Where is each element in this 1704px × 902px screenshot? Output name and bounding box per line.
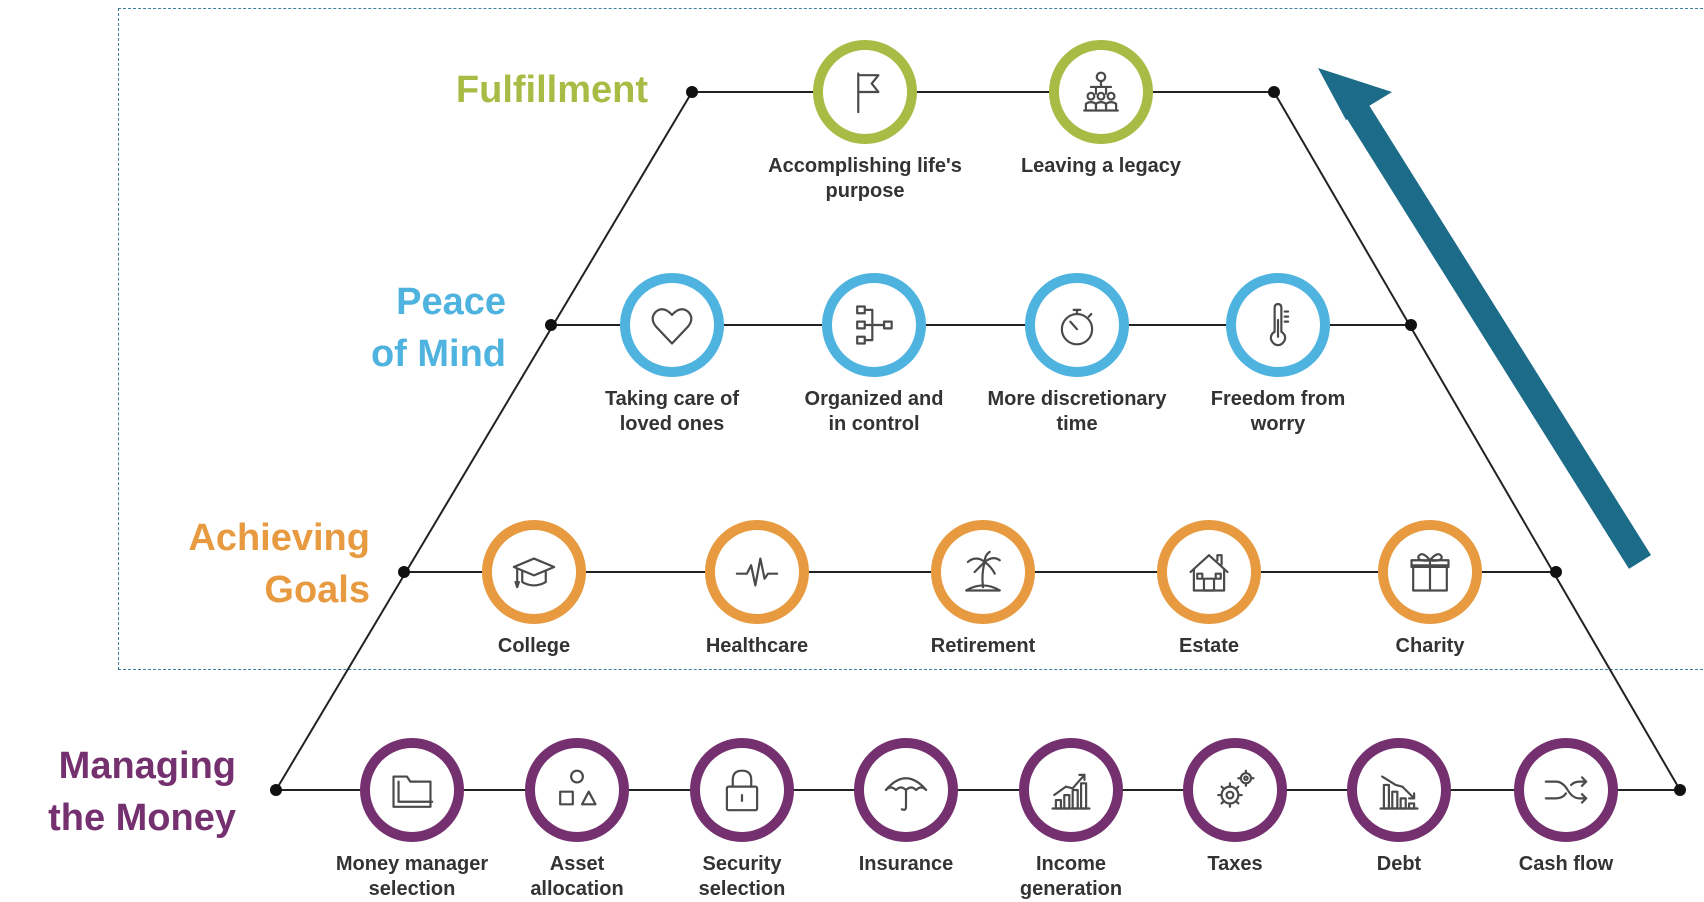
tier-node-label: Retirement bbox=[930, 635, 1036, 657]
gift-icon bbox=[1410, 553, 1450, 592]
tier-node-label: Insurance bbox=[858, 853, 954, 875]
rail-endpoint bbox=[686, 86, 698, 98]
rail-endpoint bbox=[270, 784, 282, 796]
hierarchy-icon bbox=[856, 305, 893, 345]
rail-endpoint bbox=[1405, 319, 1417, 331]
tier-node-label: Taxes bbox=[1207, 853, 1263, 875]
tier-title-achieving-goals: Achieving Goals bbox=[188, 517, 370, 611]
tier-node-label: Healthcare bbox=[705, 635, 809, 657]
tier-node-ring bbox=[1183, 738, 1287, 842]
tier-node-ring bbox=[931, 520, 1035, 624]
tier-node-ring bbox=[1049, 40, 1153, 144]
rail-endpoint bbox=[1674, 784, 1686, 796]
tier-node-label: Leaving a legacy bbox=[1020, 155, 1182, 177]
gears-icon bbox=[1217, 769, 1255, 808]
tier-node-ring bbox=[525, 738, 629, 842]
rail-endpoint bbox=[398, 566, 410, 578]
house-icon bbox=[1189, 554, 1229, 592]
tier-node-ring bbox=[690, 738, 794, 842]
tier-node-ring bbox=[1019, 738, 1123, 842]
tier-node-label: Money manager selection bbox=[335, 853, 489, 900]
tier-node-ring bbox=[620, 273, 724, 377]
tier-node-label: College bbox=[497, 635, 571, 657]
tier-node-ring bbox=[705, 520, 809, 624]
tier-node-label: Organized and in control bbox=[804, 388, 944, 435]
tier-node-ring bbox=[1226, 273, 1330, 377]
pyramid-left-edge bbox=[275, 91, 693, 791]
tier-node-label: More discretionary time bbox=[987, 388, 1167, 435]
tier-node-label: Freedom from worry bbox=[1210, 388, 1346, 435]
family-icon bbox=[1083, 71, 1119, 112]
tier-node-ring bbox=[854, 738, 958, 842]
tier-node-ring bbox=[360, 738, 464, 842]
tier-node-label: Taking care of loved ones bbox=[604, 388, 740, 435]
heart-icon bbox=[651, 308, 693, 345]
pyramid-right-edge bbox=[1273, 91, 1681, 791]
tier-title-managing-money: Managing the Money bbox=[48, 745, 236, 839]
rail-endpoint bbox=[1268, 86, 1280, 98]
stopwatch-icon bbox=[1060, 308, 1094, 346]
lock-icon bbox=[725, 769, 759, 812]
tier-node-label: Security selection bbox=[698, 853, 786, 900]
graduation-cap-icon bbox=[512, 557, 556, 589]
tier-node-label: Estate bbox=[1178, 635, 1240, 657]
tier-node-label: Debt bbox=[1376, 853, 1422, 875]
umbrella-icon bbox=[884, 777, 928, 811]
rail-endpoint bbox=[1550, 566, 1562, 578]
tier-node-label: Charity bbox=[1395, 635, 1465, 657]
tier-node-ring bbox=[813, 40, 917, 144]
shuffle-icon bbox=[1544, 776, 1588, 804]
tier-node-ring bbox=[1157, 520, 1261, 624]
heartbeat-icon bbox=[735, 557, 779, 587]
tier-node-ring bbox=[1347, 738, 1451, 842]
tier-node-ring bbox=[1514, 738, 1618, 842]
tier-node-ring bbox=[1378, 520, 1482, 624]
flag-icon bbox=[857, 72, 880, 114]
tier-title-peace-of-mind: Peace of Mind bbox=[370, 281, 506, 375]
tier-node-label: Accomplishing life's purpose bbox=[768, 155, 962, 202]
palm-island-icon bbox=[965, 550, 1001, 592]
growth-chart-icon bbox=[1051, 773, 1091, 810]
folder-icon bbox=[392, 775, 434, 808]
tier-title-fulfillment: Fulfillment bbox=[455, 69, 648, 111]
upward-arrow-icon bbox=[1318, 68, 1652, 569]
decline-chart-icon bbox=[1379, 775, 1419, 810]
tier-node-ring bbox=[482, 520, 586, 624]
tier-node-label: Asset allocation bbox=[530, 853, 624, 900]
tier-node-ring bbox=[822, 273, 926, 377]
tier-node-ring bbox=[1025, 273, 1129, 377]
aspiration-dashed-frame bbox=[118, 8, 1704, 670]
rail-endpoint bbox=[545, 319, 557, 331]
tier-node-label: Cash flow bbox=[1518, 853, 1614, 875]
thermometer-icon bbox=[1269, 302, 1290, 347]
tier-node-label: Income generation bbox=[1019, 853, 1123, 900]
shapes-icon bbox=[559, 769, 597, 806]
